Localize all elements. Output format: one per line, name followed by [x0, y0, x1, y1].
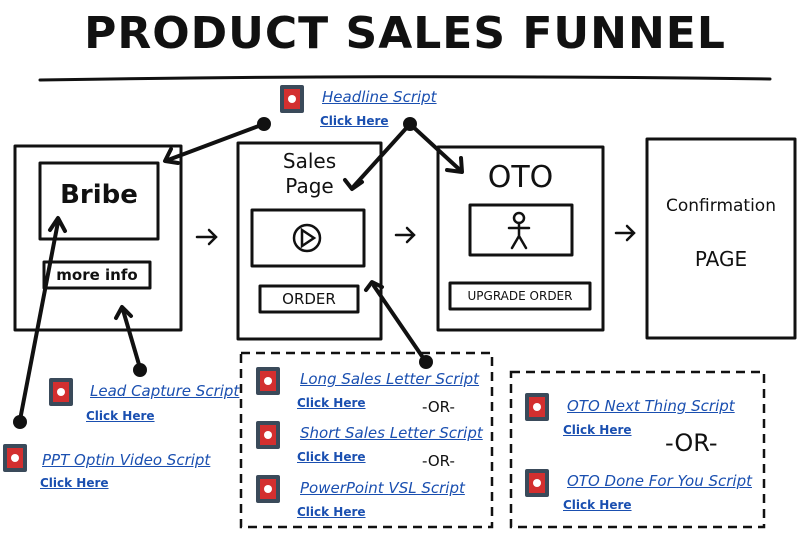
script-icon	[3, 444, 27, 472]
long-sales-click-here[interactable]: Click Here	[297, 396, 366, 410]
pointer-lines	[18, 122, 462, 422]
page-title: PRODUCT SALES FUNNEL	[84, 8, 726, 59]
short-sales-click-here[interactable]: Click Here	[297, 450, 366, 464]
confirmation-stage-box	[645, 137, 797, 340]
script-icon	[49, 378, 73, 406]
headline-click-here[interactable]: Click Here	[320, 114, 389, 128]
more-info-label: more info	[56, 266, 138, 284]
short-sales-script-link[interactable]: Short Sales Letter Script	[300, 424, 483, 442]
oto-dfy-script-link[interactable]: OTO Done For You Script	[567, 472, 752, 490]
order-label: ORDER	[282, 290, 336, 308]
script-icon	[525, 393, 549, 421]
sales-scripts-group	[239, 351, 494, 529]
upgrade-order-label: UPGRADE ORDER	[467, 289, 573, 303]
script-icon	[256, 421, 280, 449]
oto-stage-box	[436, 145, 605, 332]
headline-script-link[interactable]: Headline Script	[322, 88, 437, 106]
lead-capture-script-link[interactable]: Lead Capture Script	[90, 382, 240, 400]
script-icon	[256, 367, 280, 395]
upgrade-box	[448, 281, 592, 311]
oto-label: OTO	[487, 160, 554, 195]
sales-label-line1: Sales	[282, 149, 337, 173]
ppt-optin-click-here[interactable]: Click Here	[40, 476, 109, 490]
or-separator: -OR-	[422, 452, 455, 470]
oto-next-click-here[interactable]: Click Here	[563, 423, 632, 437]
bribe-stage-box	[13, 144, 183, 332]
long-sales-script-link[interactable]: Long Sales Letter Script	[300, 370, 480, 388]
script-icon	[525, 469, 549, 497]
ppt-optin-script-link[interactable]: PPT Optin Video Script	[42, 451, 211, 469]
bribe-label: Bribe	[60, 180, 138, 210]
oto-scripts-group	[509, 370, 766, 529]
powerpoint-vsl-script-link[interactable]: PowerPoint VSL Script	[300, 479, 465, 497]
pointer-heads	[48, 147, 464, 320]
oto-dfy-click-here[interactable]: Click Here	[563, 498, 632, 512]
bribe-inner-box	[38, 161, 160, 241]
confirmation-label: Confirmation	[666, 196, 776, 216]
oto-image-box	[468, 203, 574, 257]
lead-capture-click-here[interactable]: Click Here	[86, 409, 155, 423]
confirmation-page-label: PAGE	[694, 247, 748, 271]
or-separator-large: -OR-	[665, 429, 718, 457]
script-icon	[256, 475, 280, 503]
flow-arrows	[195, 224, 636, 246]
play-icon	[292, 223, 322, 253]
pointer-dots	[13, 117, 433, 429]
sales-stage-box	[236, 141, 383, 341]
video-box	[250, 208, 366, 268]
person-icon	[507, 211, 531, 250]
sales-label-line2: Page	[285, 174, 334, 198]
or-separator: -OR-	[422, 398, 455, 416]
oto-next-script-link[interactable]: OTO Next Thing Script	[567, 397, 735, 415]
header-rule	[38, 75, 772, 82]
order-box	[258, 284, 360, 314]
more-info-box	[42, 260, 152, 290]
powerpoint-vsl-click-here[interactable]: Click Here	[297, 505, 366, 519]
script-icon	[280, 85, 304, 113]
